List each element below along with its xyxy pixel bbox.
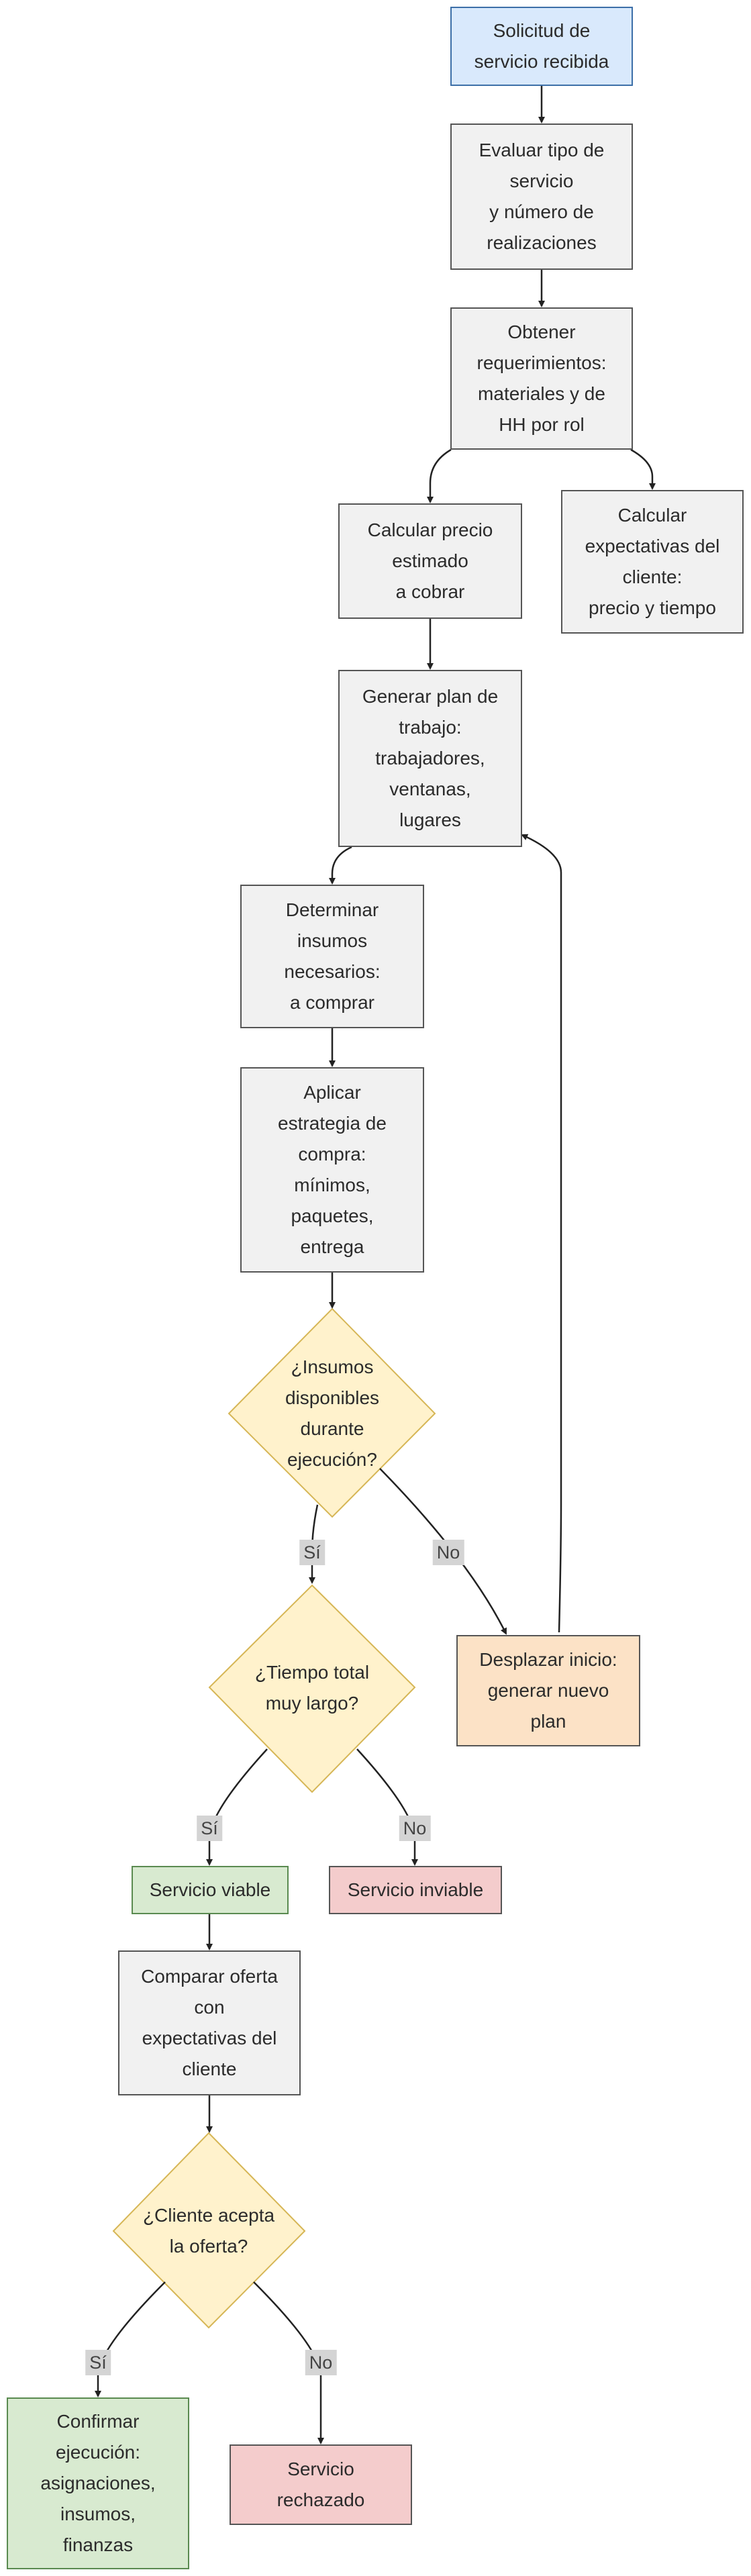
node-service-inviable: Servicio inviable (329, 1866, 502, 1914)
node-work-plan: Generar plan de trabajo: trabajadores, v… (338, 670, 522, 847)
decision-label-available: ¿Insumos disponibles durante ejecución? (285, 1356, 380, 1470)
node-purchase-strategy: Aplicar estrategia de compra: mínimos, p… (240, 1067, 424, 1273)
edge-label-accepts-no: No (305, 2350, 337, 2375)
edge-label-toolong-yes: Sí (197, 1816, 222, 1841)
node-service-rejected: Servicio rechazado (230, 2444, 412, 2525)
decision-diamond-accepts (112, 2132, 306, 2329)
node-get-requirements: Obtener requerimientos: materiales y de … (450, 307, 633, 450)
edge-label-available-yes: Sí (299, 1540, 325, 1565)
node-compare-offer: Comparar oferta con expectativas del cli… (118, 1950, 301, 2095)
decision-label-toolong: ¿Tiempo total muy largo? (254, 1662, 370, 1714)
node-service-viable: Servicio viable (132, 1866, 289, 1914)
node-determine-supplies: Determinar insumos necesarios: a comprar (240, 885, 424, 1028)
edge-requirements-expectations (630, 448, 656, 490)
edge-plan-supplies (329, 846, 352, 885)
node-shift-start: Desplazar inicio: generar nuevo plan (456, 1635, 640, 1746)
edge-label-toolong-no: No (399, 1816, 431, 1841)
edge-toolong-yes (206, 1748, 268, 1866)
edge-label-accepts-yes: Sí (85, 2350, 111, 2375)
node-service-request: Solicitud de servicio recibida (450, 7, 633, 86)
edge-toolong-no (356, 1748, 418, 1866)
node-client-expectations: Calcular expectativas del cliente: preci… (561, 490, 744, 634)
edge-requirements-price (427, 448, 452, 503)
edge-shift-plan (521, 834, 562, 1633)
node-calculate-price: Calcular precio estimado a cobrar (338, 503, 522, 619)
edge-label-available-no: No (432, 1540, 464, 1565)
node-confirm-execution: Confirmar ejecución: asignaciones, insum… (7, 2397, 189, 2569)
edge-accepts-yes (95, 2281, 166, 2397)
decision-diamond-available (228, 1307, 436, 1518)
decision-diamond-toolong (208, 1584, 416, 1793)
decision-label-accepts: ¿Cliente acepta la oferta? (142, 2205, 275, 2257)
node-evaluate-service: Evaluar tipo de servicio y número de rea… (450, 123, 633, 270)
